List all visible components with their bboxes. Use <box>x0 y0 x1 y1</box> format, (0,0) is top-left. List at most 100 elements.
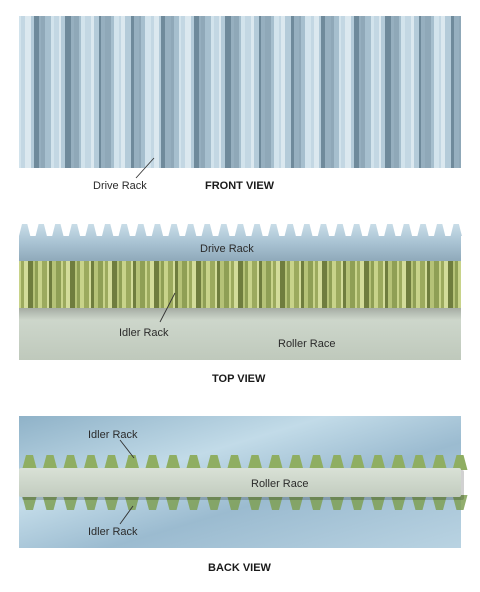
front-rack-stripe <box>141 16 145 168</box>
idler-rack-stripe <box>161 261 164 308</box>
idler-rack-stripe <box>175 261 178 308</box>
front-view-drive-rack <box>19 16 461 168</box>
idler-rack-stripe <box>201 261 203 308</box>
idler-rack-stripe <box>56 261 61 308</box>
front-rack-stripe <box>74 16 79 168</box>
front-rack-stripe <box>374 16 379 168</box>
idler-rack-stripe <box>420 261 425 308</box>
front-rack-stripe <box>231 16 234 168</box>
idler-rack-stripe <box>61 261 63 308</box>
front-rack-stripe <box>239 16 241 168</box>
front-rack-stripe <box>171 16 174 168</box>
front-rack-stripe <box>71 16 74 168</box>
front-rack-stripe <box>179 16 181 168</box>
front-view-caption: FRONT VIEW <box>205 180 275 192</box>
front-rack-stripe <box>191 16 194 168</box>
front-rack-stripe <box>65 16 71 168</box>
idler-rack-tooth-top <box>329 455 345 470</box>
front-rack-stripe <box>445 16 451 168</box>
idler-rack-stripe <box>215 261 217 308</box>
idler-rack-stripe <box>122 261 126 308</box>
top-drive-rack-label: Drive Rack <box>200 243 254 255</box>
idler-rack-stripe <box>294 261 299 308</box>
back-roller-race-label: Roller Race <box>251 478 308 490</box>
idler-rack-stripe <box>192 261 196 308</box>
front-rack-stripe <box>241 16 245 168</box>
idler-rack-stripe <box>371 261 374 308</box>
idler-rack-stripe <box>453 261 455 308</box>
front-rack-stripe <box>19 16 21 168</box>
idler-rack-stripe <box>259 261 262 308</box>
idler-rack-stripe <box>220 261 224 308</box>
idler-rack-stripe <box>374 261 378 308</box>
front-rack-stripe <box>165 16 171 168</box>
idler-rack-stripe <box>63 261 66 308</box>
top-roller-race-label: Roller Race <box>278 338 335 350</box>
idler-rack-stripe <box>98 261 103 308</box>
front-rack-stripe <box>291 16 294 168</box>
idler-rack-stripe <box>159 261 161 308</box>
front-rack-stripe <box>114 16 119 168</box>
idler-rack-stripe <box>206 261 210 308</box>
idler-rack-tooth-top <box>145 455 160 470</box>
front-rack-stripe <box>354 16 359 168</box>
idler-rack-tooth-top <box>391 455 406 470</box>
idler-rack-tooth-top <box>124 455 140 470</box>
front-rack-stripe <box>41 16 45 168</box>
front-rack-stripe <box>99 16 101 168</box>
back-idler-rack-bottom-label: Idler Rack <box>88 526 138 538</box>
idler-rack-stripe <box>49 261 52 308</box>
idler-rack-stripe <box>210 261 215 308</box>
idler-rack-stripe <box>378 261 383 308</box>
idler-rack-stripe <box>252 261 257 308</box>
idler-rack-stripe <box>343 261 346 308</box>
idler-rack-stripe <box>52 261 56 308</box>
idler-rack-stripe <box>257 261 259 308</box>
front-rack-stripe <box>425 16 431 168</box>
front-rack-stripe <box>59 16 61 168</box>
front-rack-stripe <box>365 16 371 168</box>
front-rack-stripe <box>45 16 51 168</box>
idler-rack-stripe <box>91 261 94 308</box>
idler-rack-stripe <box>385 261 388 308</box>
idler-rack-stripe <box>336 261 341 308</box>
idler-rack-stripe <box>154 261 159 308</box>
front-rack-stripe <box>181 16 185 168</box>
front-rack-stripe <box>105 16 111 168</box>
idler-rack-tooth-top <box>452 455 468 470</box>
idler-rack-stripe <box>427 261 430 308</box>
front-rack-stripe <box>439 16 441 168</box>
idler-rack-tooth-bottom <box>124 495 140 510</box>
front-rack-stripe <box>125 16 131 168</box>
idler-rack-stripe <box>458 261 461 308</box>
idler-rack-tooth-bottom <box>288 495 304 510</box>
idler-rack-stripe <box>196 261 201 308</box>
front-rack-stripe <box>211 16 214 168</box>
idler-rack-stripe <box>89 261 91 308</box>
idler-rack-stripe <box>439 261 441 308</box>
front-rack-stripe <box>221 16 225 168</box>
front-rack-stripe <box>281 16 285 168</box>
idler-rack-stripe <box>357 261 360 308</box>
idler-rack-stripe <box>35 261 38 308</box>
front-rack-stripe <box>31 16 34 168</box>
front-rack-stripe <box>81 16 85 168</box>
back-view-caption: BACK VIEW <box>208 562 272 574</box>
idler-rack-tooth-top <box>63 455 78 470</box>
idler-rack-tooth-bottom <box>329 495 345 510</box>
idler-rack-tooth-bottom <box>145 495 160 510</box>
front-rack-stripe <box>371 16 374 168</box>
idler-rack-stripe <box>350 261 355 308</box>
idler-rack-stripe <box>187 261 189 308</box>
front-rack-stripe <box>94 16 99 168</box>
idler-rack-tooth-top <box>83 455 99 470</box>
idler-rack-stripe <box>145 261 147 308</box>
front-rack-stripe <box>294 16 299 168</box>
idler-rack-stripe <box>103 261 105 308</box>
front-rack-stripe <box>394 16 399 168</box>
idler-rack-tooth-bottom <box>22 495 37 510</box>
idler-rack-stripe <box>273 261 276 308</box>
front-rack-stripe <box>134 16 139 168</box>
idler-rack-stripe <box>75 261 77 308</box>
idler-rack-stripe <box>19 261 21 308</box>
